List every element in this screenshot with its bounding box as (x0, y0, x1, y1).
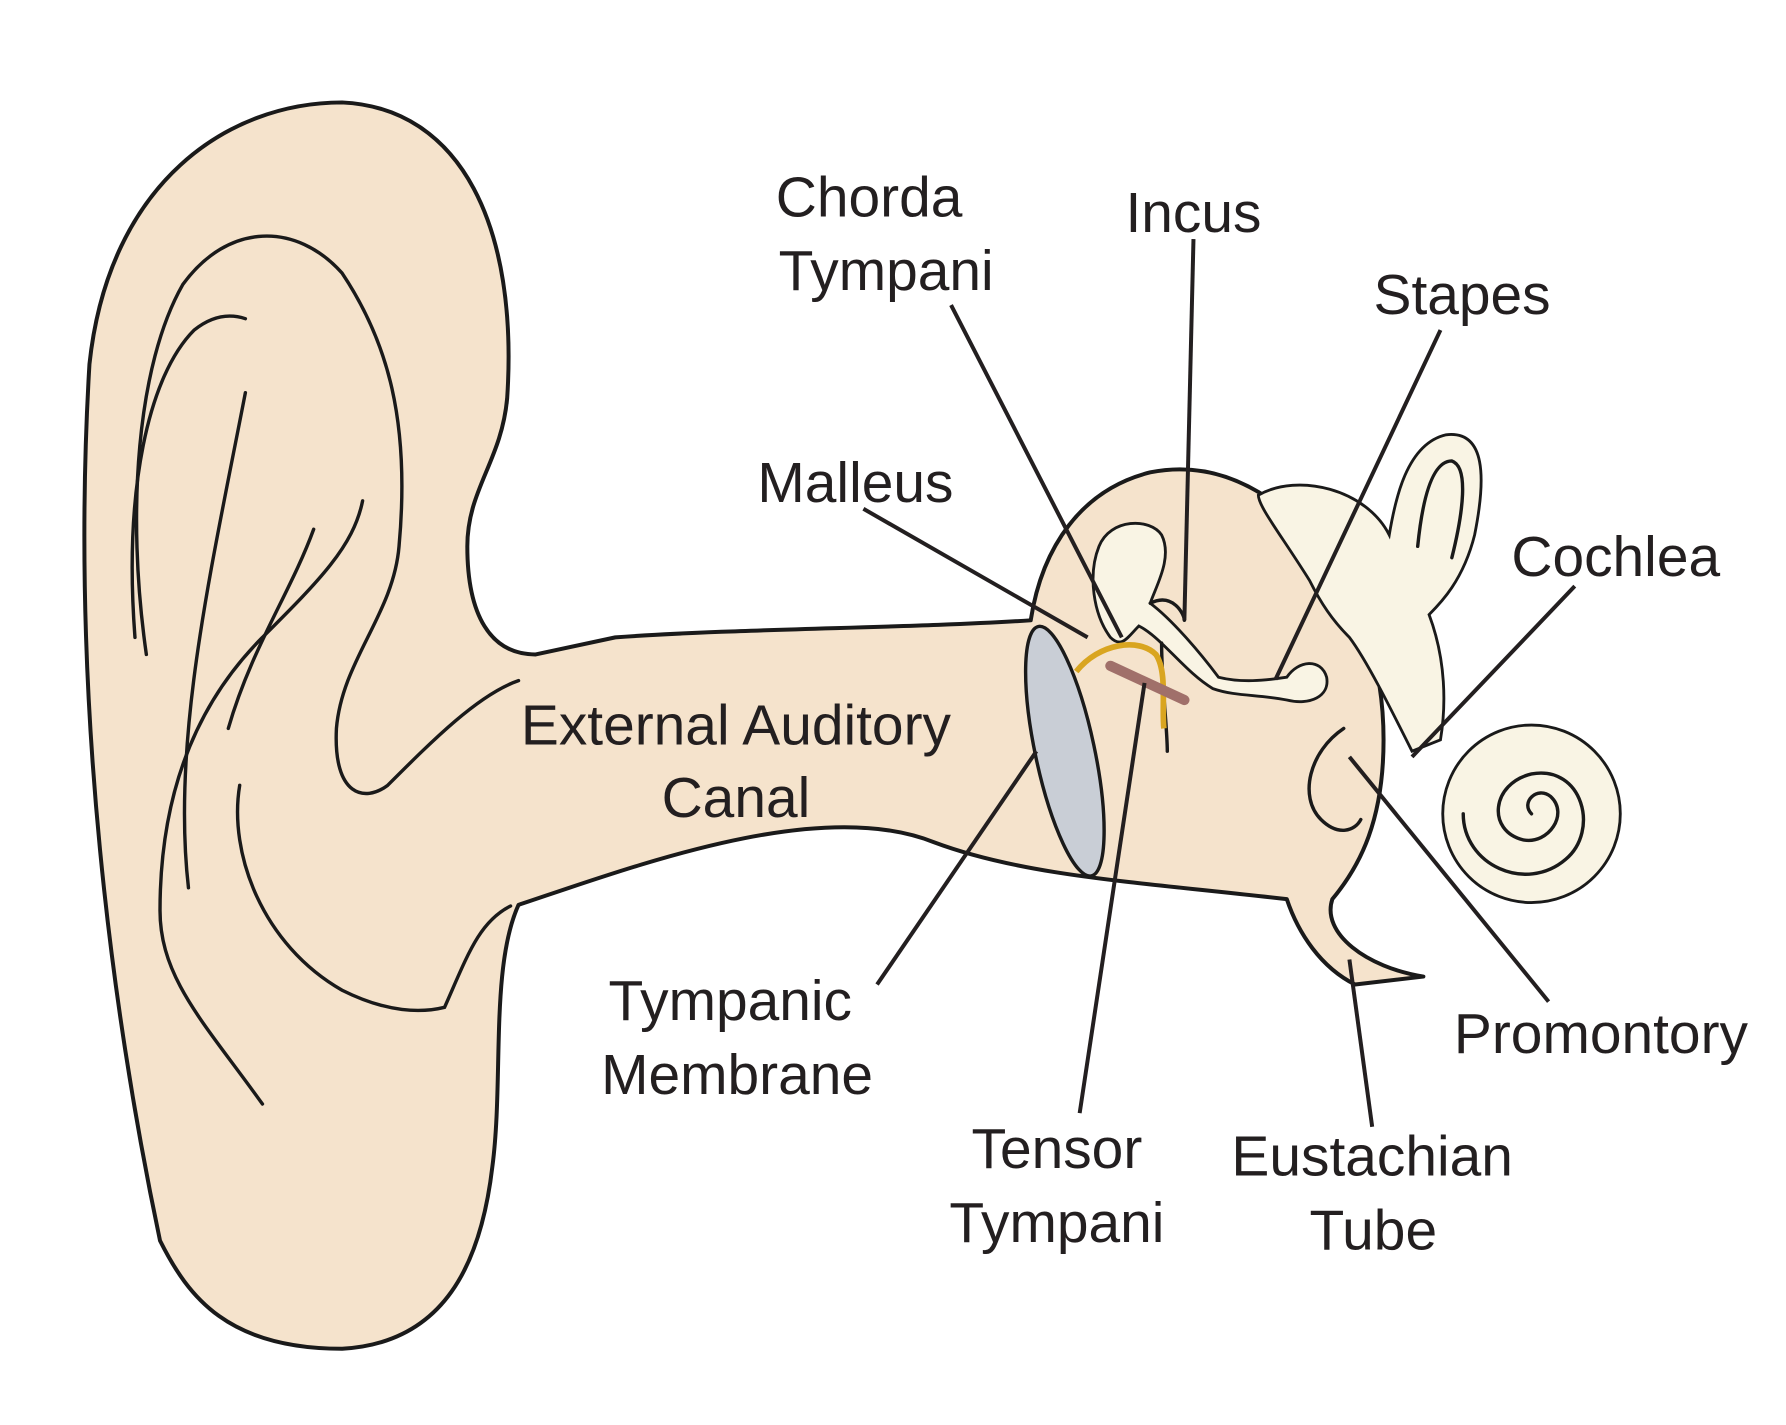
antihelix-fold (130, 314, 248, 640)
leader-malleus (862, 507, 1089, 640)
tympanic-membrane-shape (1023, 624, 1106, 878)
leader-incus (1182, 238, 1196, 621)
label-chorda-tympani-2: Tympani (779, 239, 994, 303)
leader-tensor-tympani (1077, 682, 1147, 1114)
leader-lines (862, 238, 1577, 1128)
label-tympanic-membrane-1: Tympanic (609, 969, 852, 1033)
leader-stapes (1273, 329, 1443, 681)
label-external-auditory-canal-1: External Auditory (521, 693, 952, 757)
chorda-tympani-nerve (1074, 642, 1167, 729)
label-external-auditory-canal-2: Canal (662, 766, 811, 830)
antihelix-crus (182, 390, 248, 890)
concha-fold (226, 527, 316, 731)
antitragus-fold (235, 783, 513, 1013)
label-eustachian-tube-2: Tube (1310, 1199, 1438, 1263)
ossicle-chamber (1091, 521, 1329, 704)
label-tensor-tympani-1: Tensor (972, 1117, 1143, 1181)
cochlea-spiral (1461, 771, 1586, 876)
label-tympanic-membrane-2: Membrane (601, 1043, 873, 1107)
label-cochlea: Cochlea (1511, 525, 1720, 589)
label-eustachian-tube-1: Eustachian (1231, 1125, 1512, 1189)
semicircular-canals (1256, 433, 1483, 754)
ear-illustration (82, 100, 1622, 1351)
label-tensor-tympani-2: Tympani (949, 1191, 1164, 1255)
leader-eustachian-tube (1347, 959, 1375, 1128)
label-chorda-tympani-1: Chorda (776, 165, 963, 229)
leader-tympanic-membrane (875, 750, 1039, 986)
label-promontory: Promontory (1454, 1002, 1749, 1066)
label-malleus: Malleus (757, 451, 953, 515)
leader-cochlea (1410, 584, 1577, 759)
leader-chorda-tympani (949, 304, 1124, 639)
tragus-fold (158, 499, 365, 1106)
label-incus: Incus (1125, 181, 1261, 245)
leader-promontory (1347, 755, 1551, 1003)
tensor-tympani-muscle (1105, 660, 1190, 706)
semicircular-canal-inner (1415, 459, 1465, 560)
promontory-bulge (1307, 726, 1363, 832)
helix-fold (134, 234, 521, 796)
label-stapes: Stapes (1374, 263, 1551, 327)
labels: Chorda Tympani Incus Stapes Malleus Coch… (521, 165, 1749, 1262)
